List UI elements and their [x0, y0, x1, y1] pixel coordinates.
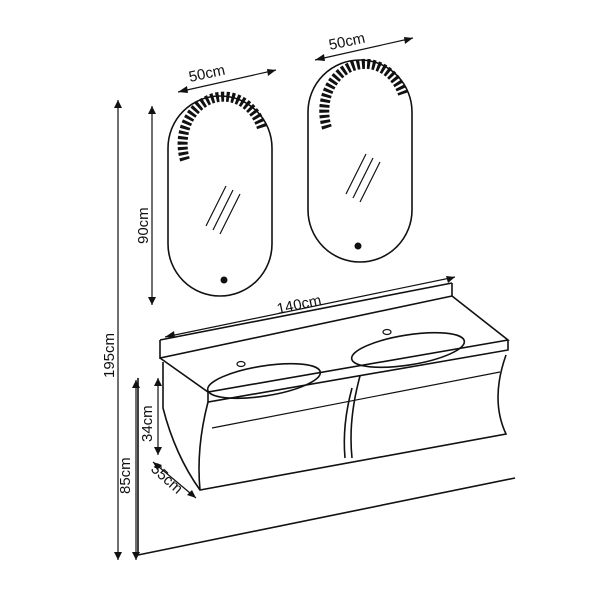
dimension-lines — [114, 37, 456, 560]
label-counter-width: 140cm — [275, 292, 323, 318]
vanity-unit — [159, 282, 510, 491]
label-mirror-height: 90cm — [135, 207, 152, 244]
label-floor-to-top: 85cm — [117, 457, 134, 494]
label-total-height: 195cm — [101, 333, 118, 378]
mirror-left — [167, 91, 273, 297]
mirror-right — [307, 58, 413, 263]
tap-right — [382, 328, 392, 336]
wall-floor — [137, 378, 516, 556]
label-cabinet-height: 34cm — [139, 405, 156, 442]
sink-right — [350, 331, 466, 369]
mirror-right-led-strip — [319, 58, 408, 130]
tap-left — [236, 360, 246, 368]
label-depth: 55cm — [147, 460, 186, 497]
mirror-left-led-strip — [177, 91, 267, 162]
sink-left — [206, 362, 322, 400]
mirror-right-sensor — [354, 242, 362, 250]
mirror-left-sensor — [220, 276, 228, 284]
